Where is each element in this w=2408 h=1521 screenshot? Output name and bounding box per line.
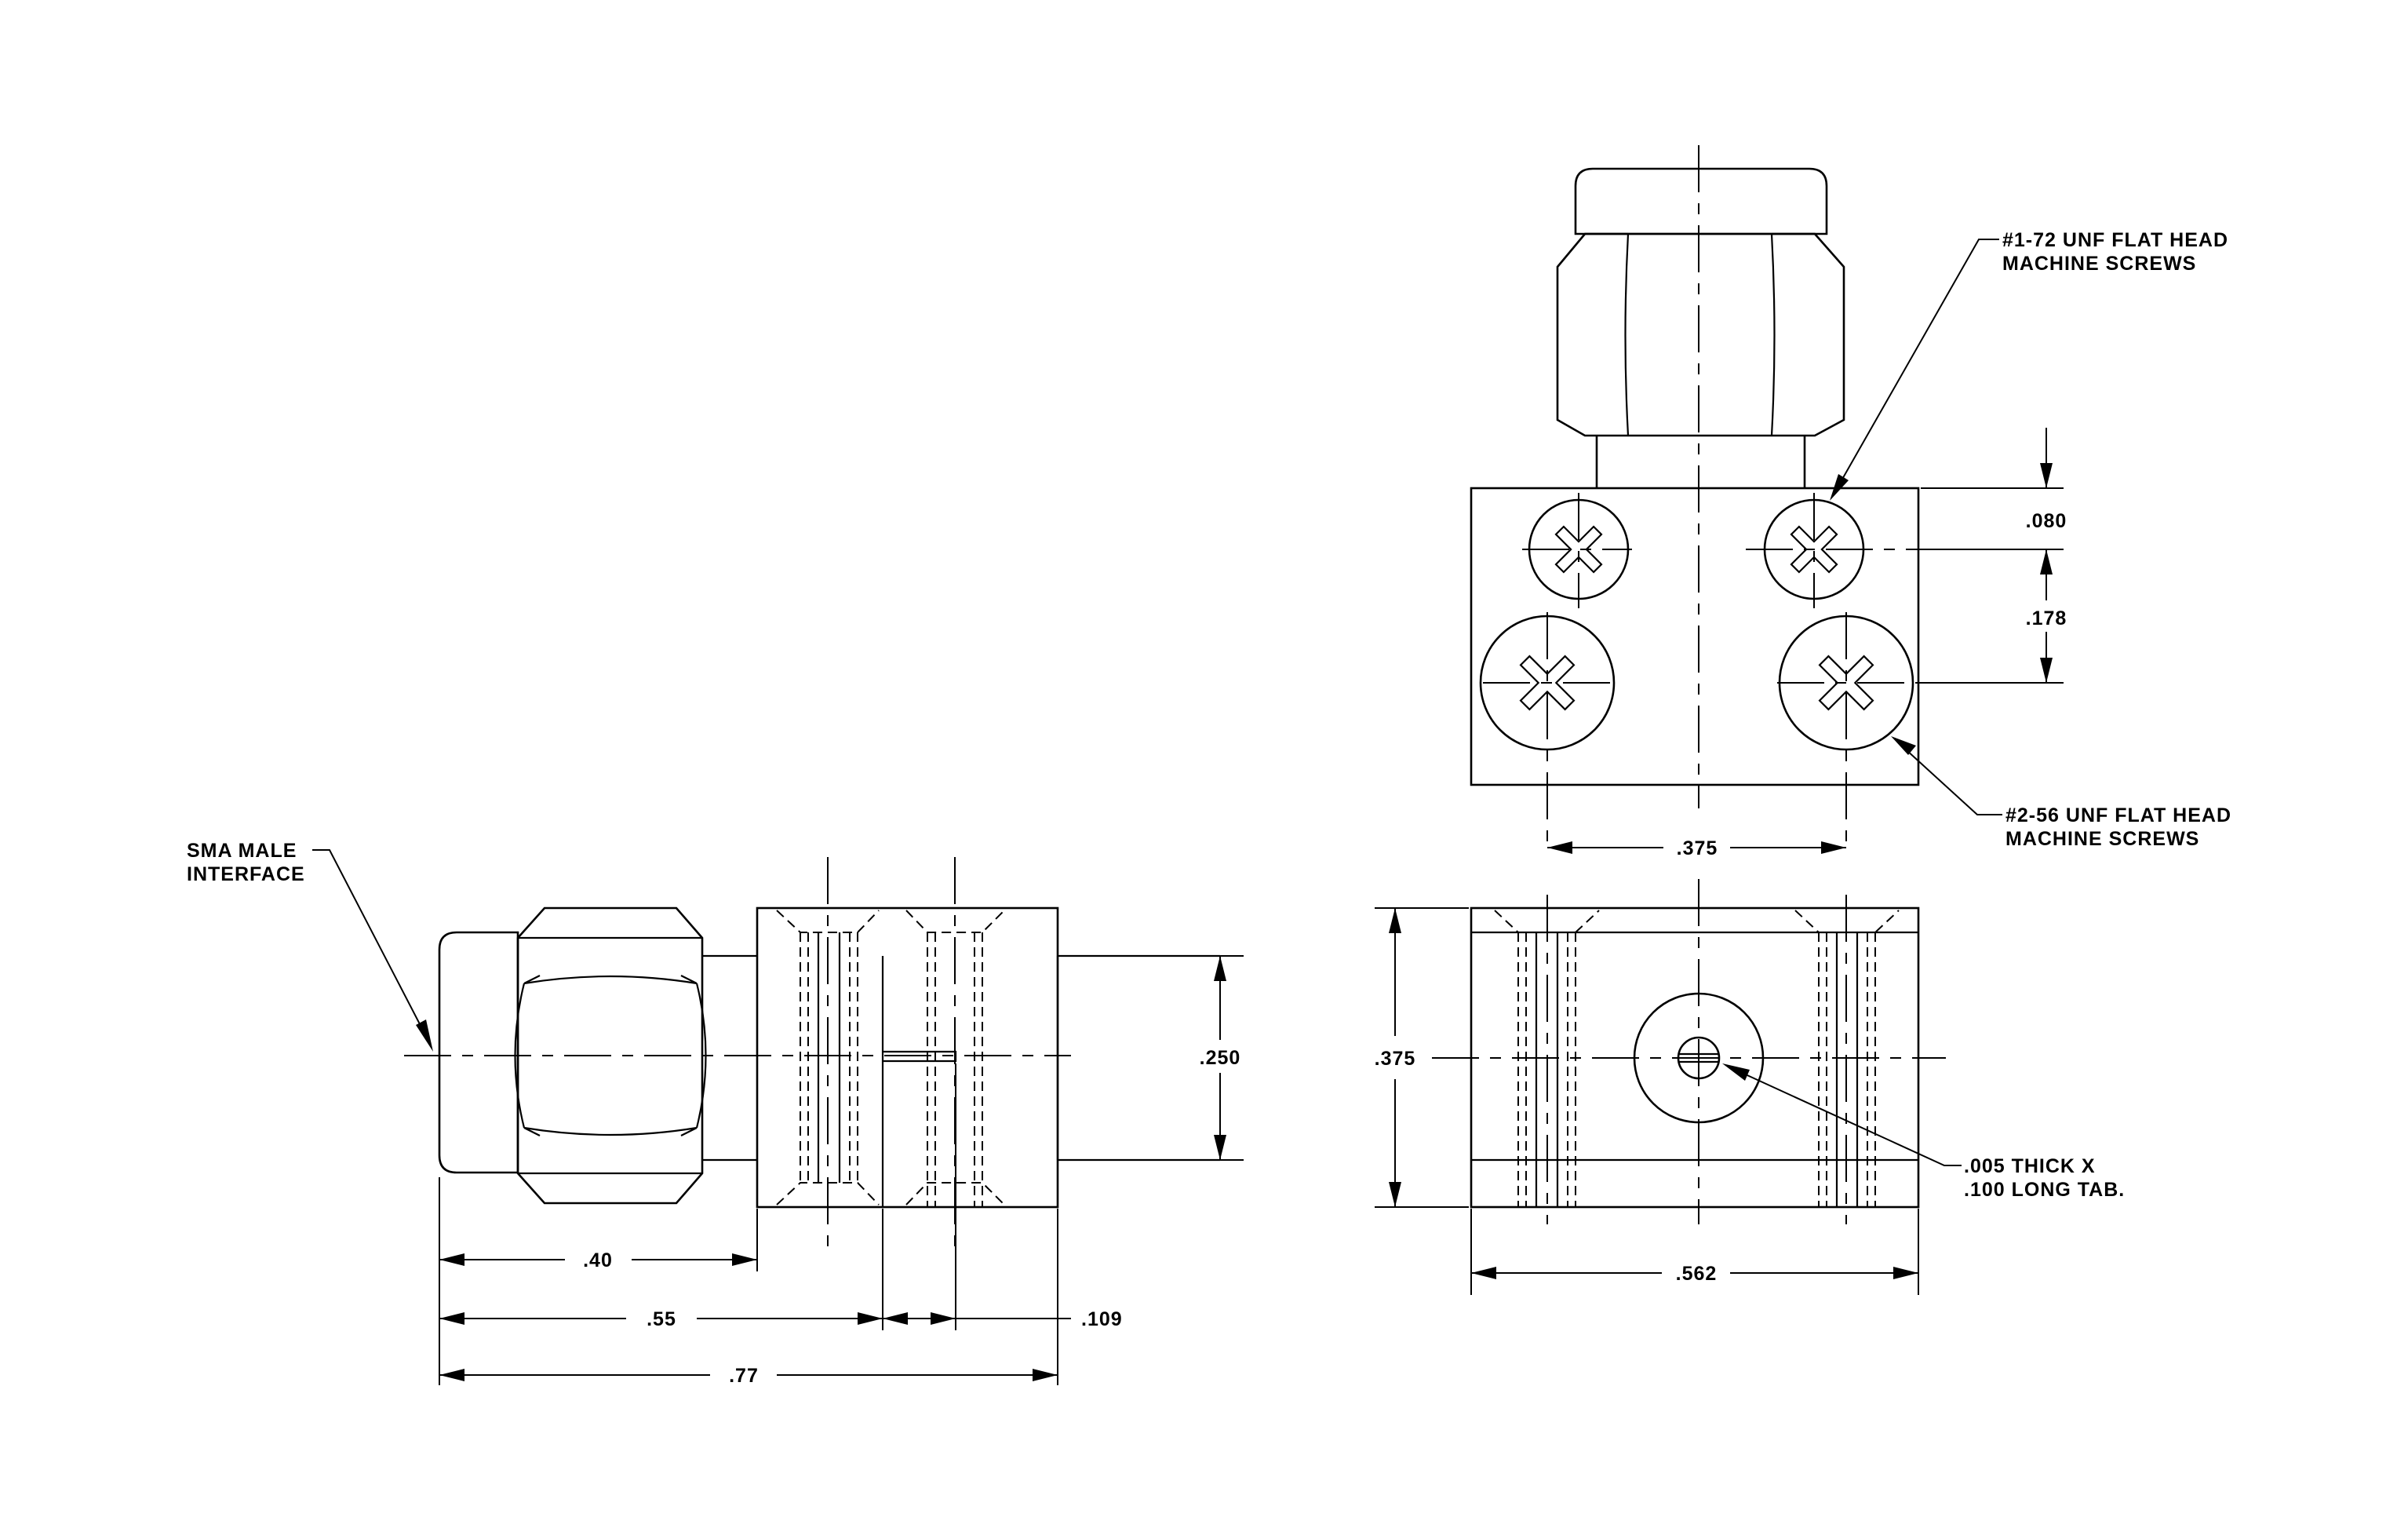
side-view: .250 .40 .55 .109 .77 SMA MALE INTERFACE: [187, 840, 1251, 1387]
end-screw-threads: [1535, 932, 1859, 1207]
end-countersinks: [1494, 910, 1900, 933]
top-neck: [1595, 436, 1806, 488]
small-screw-callout-line1: #1-72 UNF FLAT HEAD: [2002, 229, 2228, 251]
side-shank-lines: [702, 954, 757, 1162]
dim-top-edge-to-small-screw: .080: [2026, 510, 2067, 532]
sma-callout-line1: SMA MALE: [187, 840, 297, 862]
dim-end-width: .562: [1676, 1263, 1718, 1285]
dim-side-tab-position: .55: [647, 1308, 676, 1330]
tab-callout-line1: .005 THICK X: [1964, 1155, 2096, 1177]
dim-side-height: .250: [1200, 1047, 1241, 1069]
large-screw-callout-line2: MACHINE SCREWS: [2005, 828, 2199, 850]
phillips-marks: [1519, 525, 1874, 711]
top-right-dim-extensions: [1921, 428, 2064, 684]
dim-end-height: .375: [1375, 1048, 1416, 1070]
side-body-block: [756, 906, 1059, 1209]
tab-leader: [1729, 1067, 1962, 1166]
dim-small-to-large-screw: .178: [2026, 607, 2067, 629]
end-inner-lines: [1471, 931, 1918, 1162]
small-screw-leader: [1834, 239, 1999, 494]
small-screw-callout-line2: MACHINE SCREWS: [2002, 253, 2196, 275]
end-view: .375 .562 .005 THICK X .100 LONG TAB.: [1375, 879, 2125, 1295]
sma-callout-line2: INTERFACE: [187, 863, 305, 885]
dim-top-screw-spacing: .375: [1677, 837, 1718, 859]
dim-side-plug-length: .40: [583, 1249, 613, 1271]
large-screw-callout-line1: #2-56 UNF FLAT HEAD: [2005, 804, 2231, 826]
large-screw-leader: [1896, 741, 2002, 815]
side-dim-extensions: [439, 1063, 1058, 1385]
side-countersinks: [776, 910, 1005, 1205]
side-screw-holes: [800, 932, 983, 1207]
end-screw-centerlines: [1546, 895, 1847, 1224]
side-screw-threads: [817, 932, 884, 1207]
dim-side-tab-offset: .109: [1081, 1308, 1123, 1330]
top-hex-nut: [1556, 232, 1845, 437]
top-hex-nut-facets: [1557, 232, 1845, 436]
top-screw-centerlines: [1483, 493, 1922, 852]
end-screw-bores: [1517, 932, 1876, 1207]
top-view: .080 .178 .375 #1-72 UNF FLAT HEAD MACHI…: [1470, 145, 2231, 859]
sma-leader: [312, 849, 431, 1045]
top-body-block: [1470, 487, 1920, 786]
dim-side-overall-length: .77: [729, 1365, 759, 1387]
top-connector-cap: [1574, 167, 1828, 235]
side-connector-cap: [438, 931, 519, 1174]
tab-callout-line2: .100 LONG TAB.: [1964, 1179, 2125, 1201]
